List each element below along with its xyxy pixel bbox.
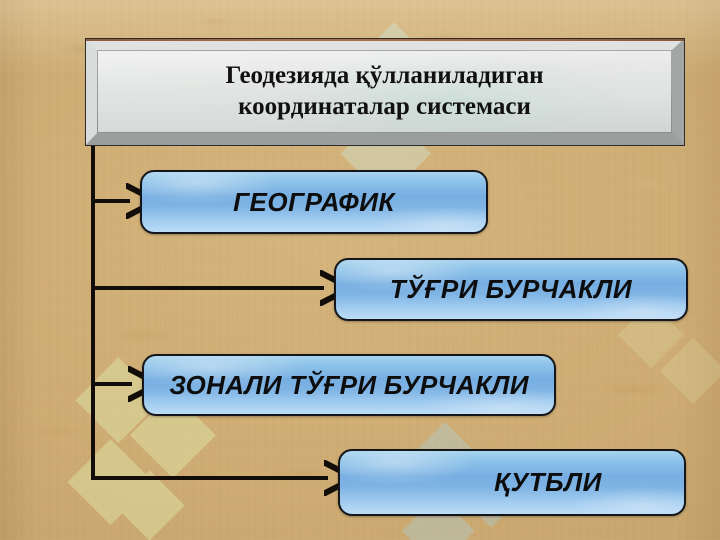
title-line-2: координаталар системаси [238, 92, 531, 120]
node-zonali-tugri-burchakli[interactable]: ЗОНАЛИ ТЎҒРИ БУРЧАКЛИ [142, 354, 556, 416]
node-geografik[interactable]: ГЕОГРАФИК [140, 170, 488, 234]
node-label-qutbli: ҚУТБЛИ [494, 467, 602, 497]
node-label-geografik: ГЕОГРАФИК [233, 186, 395, 217]
title-line-1: Геодезияда қўлланиладиган [225, 62, 544, 89]
title-plaque: Геодезияда қўлланиладиган координаталар … [85, 38, 685, 146]
node-label-tugri-burchakli: ТЎҒРИ БУРЧАКЛИ [389, 274, 633, 304]
node-label-zonali-tugri-burchakli: ЗОНАЛИ ТЎҒРИ БУРЧАКЛИ [169, 369, 529, 400]
plaque-top-accent-line [85, 38, 685, 41]
page-title: Геодезияда қўлланиладиган координаталар … [99, 50, 670, 133]
node-qutbli[interactable]: ҚУТБЛИ [338, 449, 686, 516]
node-tugri-burchakli[interactable]: ТЎҒРИ БУРЧАКЛИ [334, 258, 688, 321]
